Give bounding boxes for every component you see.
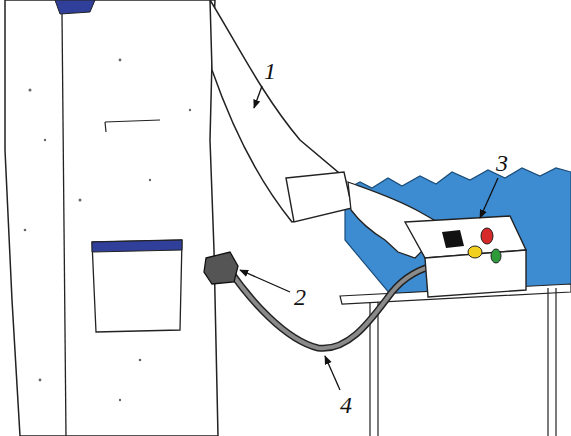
yellow-button [468,246,482,258]
coat-pocket [92,240,182,332]
leader-arrow [480,178,498,218]
coat-speckles [24,59,192,402]
leader-arrow [240,270,290,292]
table-top [345,168,571,300]
coat-opening [62,14,66,436]
collar [55,0,95,14]
green-button [491,249,501,263]
table-legs [370,288,556,436]
pocket-band [92,240,182,252]
cable [228,264,440,348]
black-button [442,230,464,248]
clip [204,252,238,284]
callout-number: 2 [292,284,308,310]
leader-arrow [325,356,340,390]
leader-arrow [254,86,262,108]
callout-number: 4 [338,392,354,418]
callout-number: 3 [494,150,510,176]
cuff [286,172,352,222]
lab-coat [5,0,218,436]
chest-pocket [105,120,160,132]
cable-outline [228,264,440,348]
callout-number: 1 [262,58,278,84]
red-button [481,228,493,244]
